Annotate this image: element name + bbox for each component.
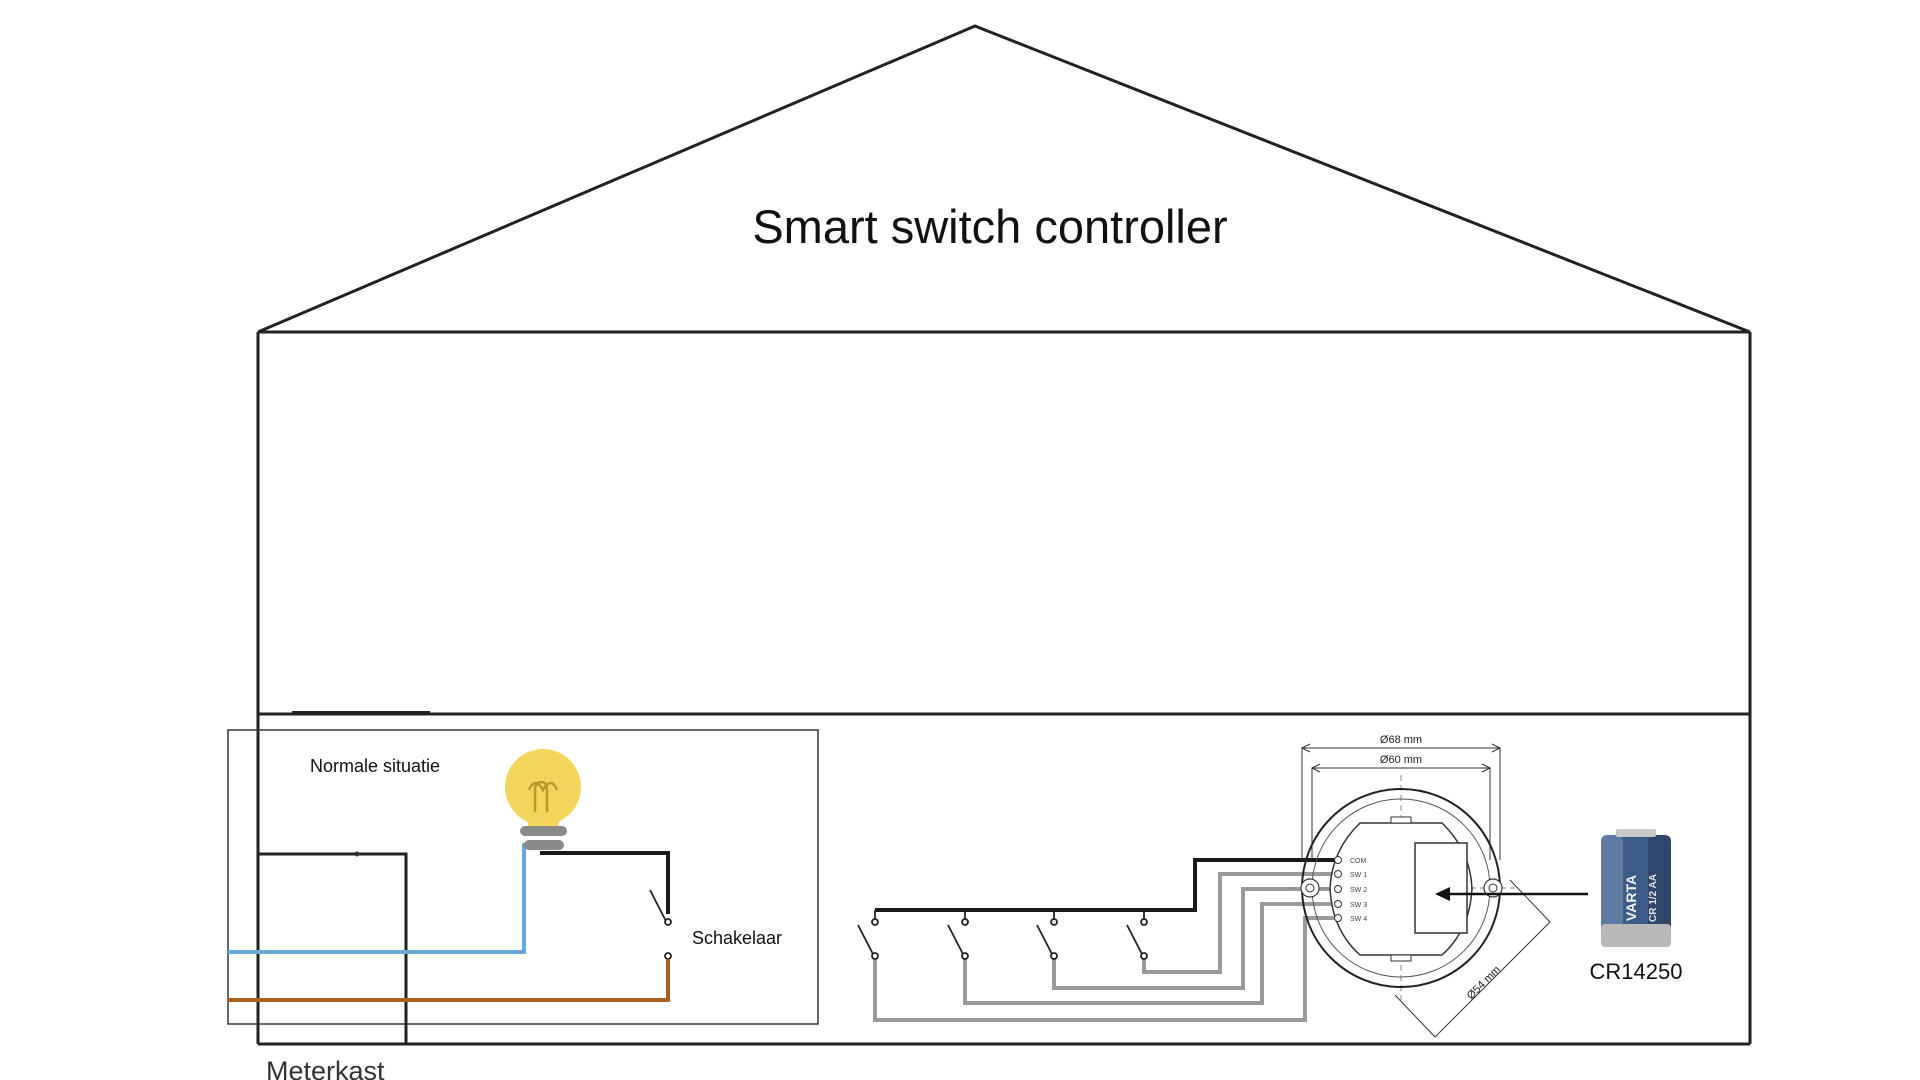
switch-3 [1036, 910, 1058, 960]
battery-model: CR 1/2 AA [1648, 874, 1659, 922]
terminal-sw3-label: SW 3 [1350, 902, 1367, 909]
mount-hole-right-inner [1488, 883, 1498, 893]
inner-diameter-label: Ø60 mm [1380, 754, 1422, 766]
roof [257, 24, 1751, 334]
battery-label: CR14250 [1590, 959, 1683, 984]
sw1-wire [1142, 872, 1338, 974]
controller-switches [857, 910, 1148, 960]
light-bulb-icon [505, 749, 581, 850]
sw2-wire [1052, 887, 1338, 990]
sw4-wire [873, 916, 1338, 1022]
switch-1 [857, 910, 879, 960]
page-title: Smart switch controller [752, 200, 1227, 253]
switch-2 [947, 910, 969, 960]
neutral-wire [228, 843, 526, 954]
terminal-com-label: COM [1350, 858, 1367, 865]
controller-notch-top [1390, 816, 1412, 824]
dimension-lines [1300, 743, 1551, 1038]
house-outline [256, 24, 1752, 1046]
outer-diameter-label: Ø68 mm [1380, 734, 1422, 746]
normal-situation-panel: Normale situatie Schakelaar [227, 729, 819, 1044]
terminal-sw2-label: SW 2 [1350, 887, 1367, 894]
com-wire [875, 858, 1338, 912]
switched-wire [540, 851, 670, 914]
terminal-sw1-label: SW 1 [1350, 872, 1367, 879]
mount-hole-left-inner [1305, 883, 1315, 893]
sw3-wire [963, 902, 1338, 1005]
switch-4 [1126, 910, 1148, 960]
terminal-block [1334, 856, 1342, 922]
switch-symbol [649, 889, 672, 974]
controller-module: Ø68 mm Ø60 mm Ø54 mm COM SW 1 SW 2 SW 3 [1290, 734, 1551, 1038]
normal-situation-label: Normale situatie [310, 756, 440, 776]
battery-brand: VARTA [1623, 875, 1639, 921]
mount-hole-right [1483, 878, 1503, 898]
live-wire [228, 974, 670, 1002]
meter-cabinet-label: Meterkast [266, 1056, 385, 1080]
hole-diameter-label: Ø54 mm [1465, 964, 1503, 1002]
normal-situation-frame [227, 729, 819, 1025]
controller-notch-bottom [1390, 954, 1412, 962]
battery-insert-arrow [1435, 887, 1588, 901]
mount-hole-left [1300, 878, 1320, 898]
battery-icon: VARTA CR 1/2 AA [1601, 829, 1671, 947]
meter-cabinet-dot [354, 851, 360, 857]
terminal-sw4-label: SW 4 [1350, 916, 1367, 923]
battery-slot [1414, 842, 1468, 934]
switch-label: Schakelaar [692, 928, 782, 948]
controller-wiring [873, 858, 1338, 1022]
meter-cabinet [258, 852, 408, 1044]
